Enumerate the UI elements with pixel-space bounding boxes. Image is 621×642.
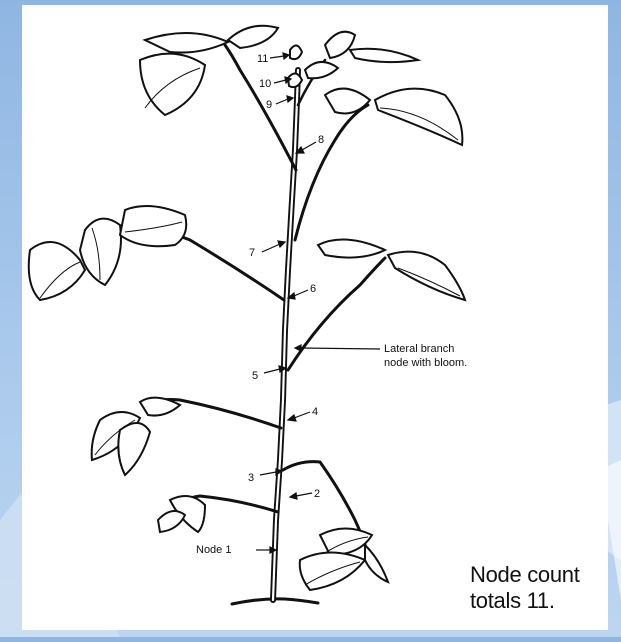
lateral-branch: [288, 258, 385, 370]
node-label-2: 2: [314, 488, 320, 500]
leaf: [350, 49, 418, 62]
leaf: [80, 219, 121, 285]
leaf: [29, 242, 85, 300]
leaf: [140, 54, 205, 115]
bud: [290, 45, 302, 59]
branch-node7-right: [295, 105, 368, 240]
node-label-6: 6: [310, 283, 316, 295]
node-label-8: 8: [318, 134, 324, 146]
leaf: [305, 62, 338, 78]
lateral-branch-label-line2: node with bloom.: [384, 357, 467, 369]
node-label-10: 10: [259, 78, 271, 90]
node-label-9: 9: [266, 99, 272, 111]
leaf: [120, 206, 186, 246]
leaf: [158, 511, 185, 532]
node-label-11: 11: [257, 53, 268, 65]
leaf: [118, 423, 150, 475]
lateral-branch-label-line1: Lateral branch: [384, 343, 454, 355]
caption-line-1: Node count: [470, 562, 610, 588]
caption-line-2: totals 11.: [470, 588, 610, 614]
node-count-caption: Node count totals 11.: [470, 562, 610, 614]
leaf: [318, 240, 385, 258]
node-label-1: Node 1: [196, 544, 231, 556]
node-label-4: 4: [312, 406, 318, 418]
node-label-3: 3: [248, 472, 254, 484]
leaf: [145, 33, 228, 53]
leaf: [365, 545, 388, 582]
leaf: [325, 32, 355, 58]
node-label-7: 7: [249, 247, 255, 259]
node-label-5: 5: [252, 370, 258, 382]
leaf: [228, 26, 278, 48]
